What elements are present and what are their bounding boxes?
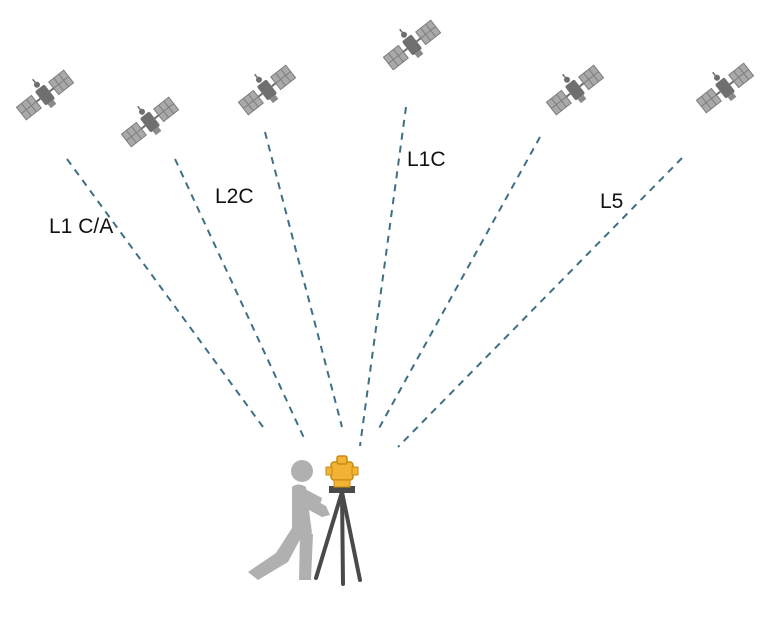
tripod-icon [314,486,362,586]
signal-lines [66,106,683,448]
satellite-icon [538,54,609,121]
signal-label-l1c: L1C [407,148,446,171]
satellite-icon [113,86,184,153]
satellite-icon [8,59,79,126]
signal-line-6 [397,157,683,448]
signal-line-3 [264,131,343,428]
signal-line-4 [359,106,407,447]
signal-line-5 [377,136,541,431]
signal-label-l5: L5 [600,190,623,213]
satellite-icon [230,54,301,121]
signal-line-1 [66,158,264,428]
satellite-icon [375,9,446,76]
satellites [8,9,759,153]
signal-label-l2c: L2C [215,185,254,208]
signal-label-l1-ca: L1 C/A [49,215,113,238]
total-station-icon [325,455,359,488]
satellite-icon [688,52,759,119]
surveyor-person-icon [248,460,330,580]
